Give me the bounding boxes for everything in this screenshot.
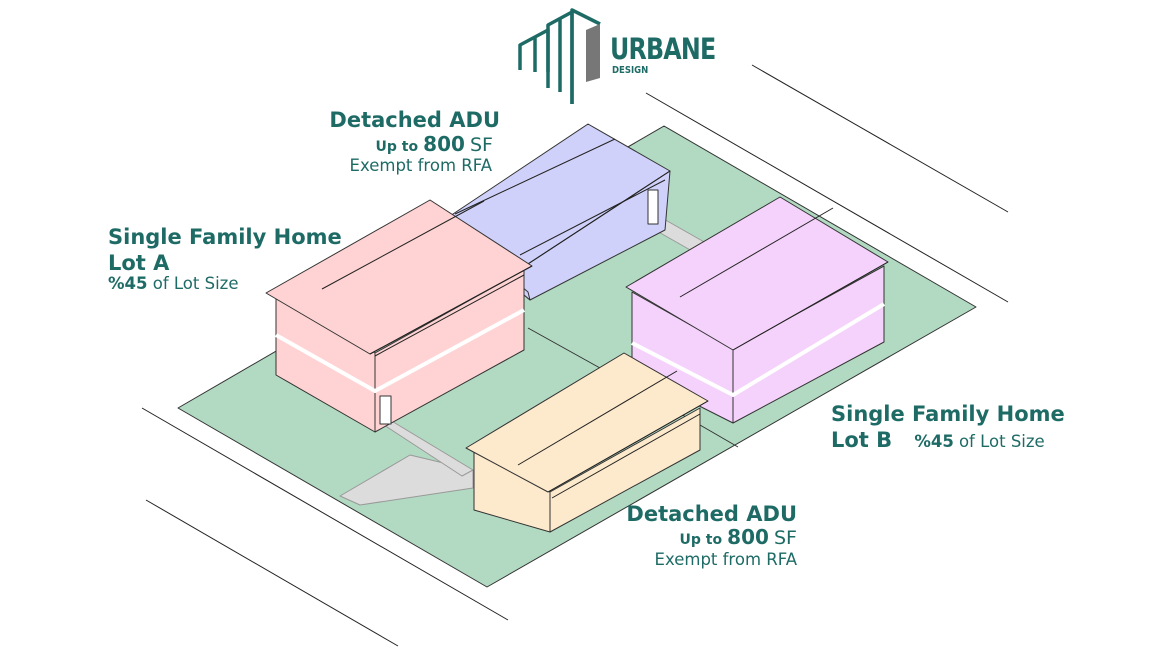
street-line-bottom-1: [141, 407, 509, 621]
street-line-bottom-2: [145, 499, 399, 647]
home-lot-a-building: [265, 199, 533, 433]
home-a-percent: %45: [108, 274, 148, 293]
home-a-ratio: %45 of Lot Size: [108, 274, 239, 293]
home-b-lot: Lot B: [831, 428, 893, 452]
street-line-top-2: [645, 92, 1009, 303]
logo-wordmark: URBANE: [610, 32, 716, 66]
home-a-title: Single Family Home: [108, 225, 342, 249]
home-b-suffix: of Lot Size: [958, 432, 1045, 451]
home-a-lot: Lot A: [108, 251, 170, 275]
adu-back-note: Exempt from RFA: [349, 156, 492, 175]
home-a-suffix: of Lot Size: [152, 274, 239, 293]
adu-front-size: Up to 800 SF: [597, 527, 797, 548]
adu-front-number: 800: [727, 525, 769, 549]
adu-front-building: [465, 352, 709, 533]
home-b-title: Single Family Home: [831, 402, 1065, 426]
walkway-lot-a: [339, 454, 474, 506]
adu-front-title: Detached ADU: [626, 502, 797, 526]
adu-back-size: Up to 800 SF: [300, 134, 493, 155]
adu-back-number: 800: [423, 132, 465, 156]
adu-front-upto: Up to: [679, 532, 723, 548]
home-b-line: Lot B %45 of Lot Size: [831, 430, 1045, 451]
street-line-top-1: [751, 64, 1009, 213]
adu-back-unit: SF: [470, 134, 493, 156]
adu-front-unit: SF: [774, 527, 797, 549]
logo-tagline: DESIGN: [612, 65, 649, 76]
adu-front-note: Exempt from RFA: [654, 550, 797, 569]
urbane-logo-mark: [518, 8, 601, 104]
home-lot-b-building: [625, 196, 889, 424]
adu-back-title: Detached ADU: [329, 108, 500, 132]
home-b-percent: %45: [914, 432, 954, 451]
adu-back-upto: Up to: [375, 139, 419, 155]
